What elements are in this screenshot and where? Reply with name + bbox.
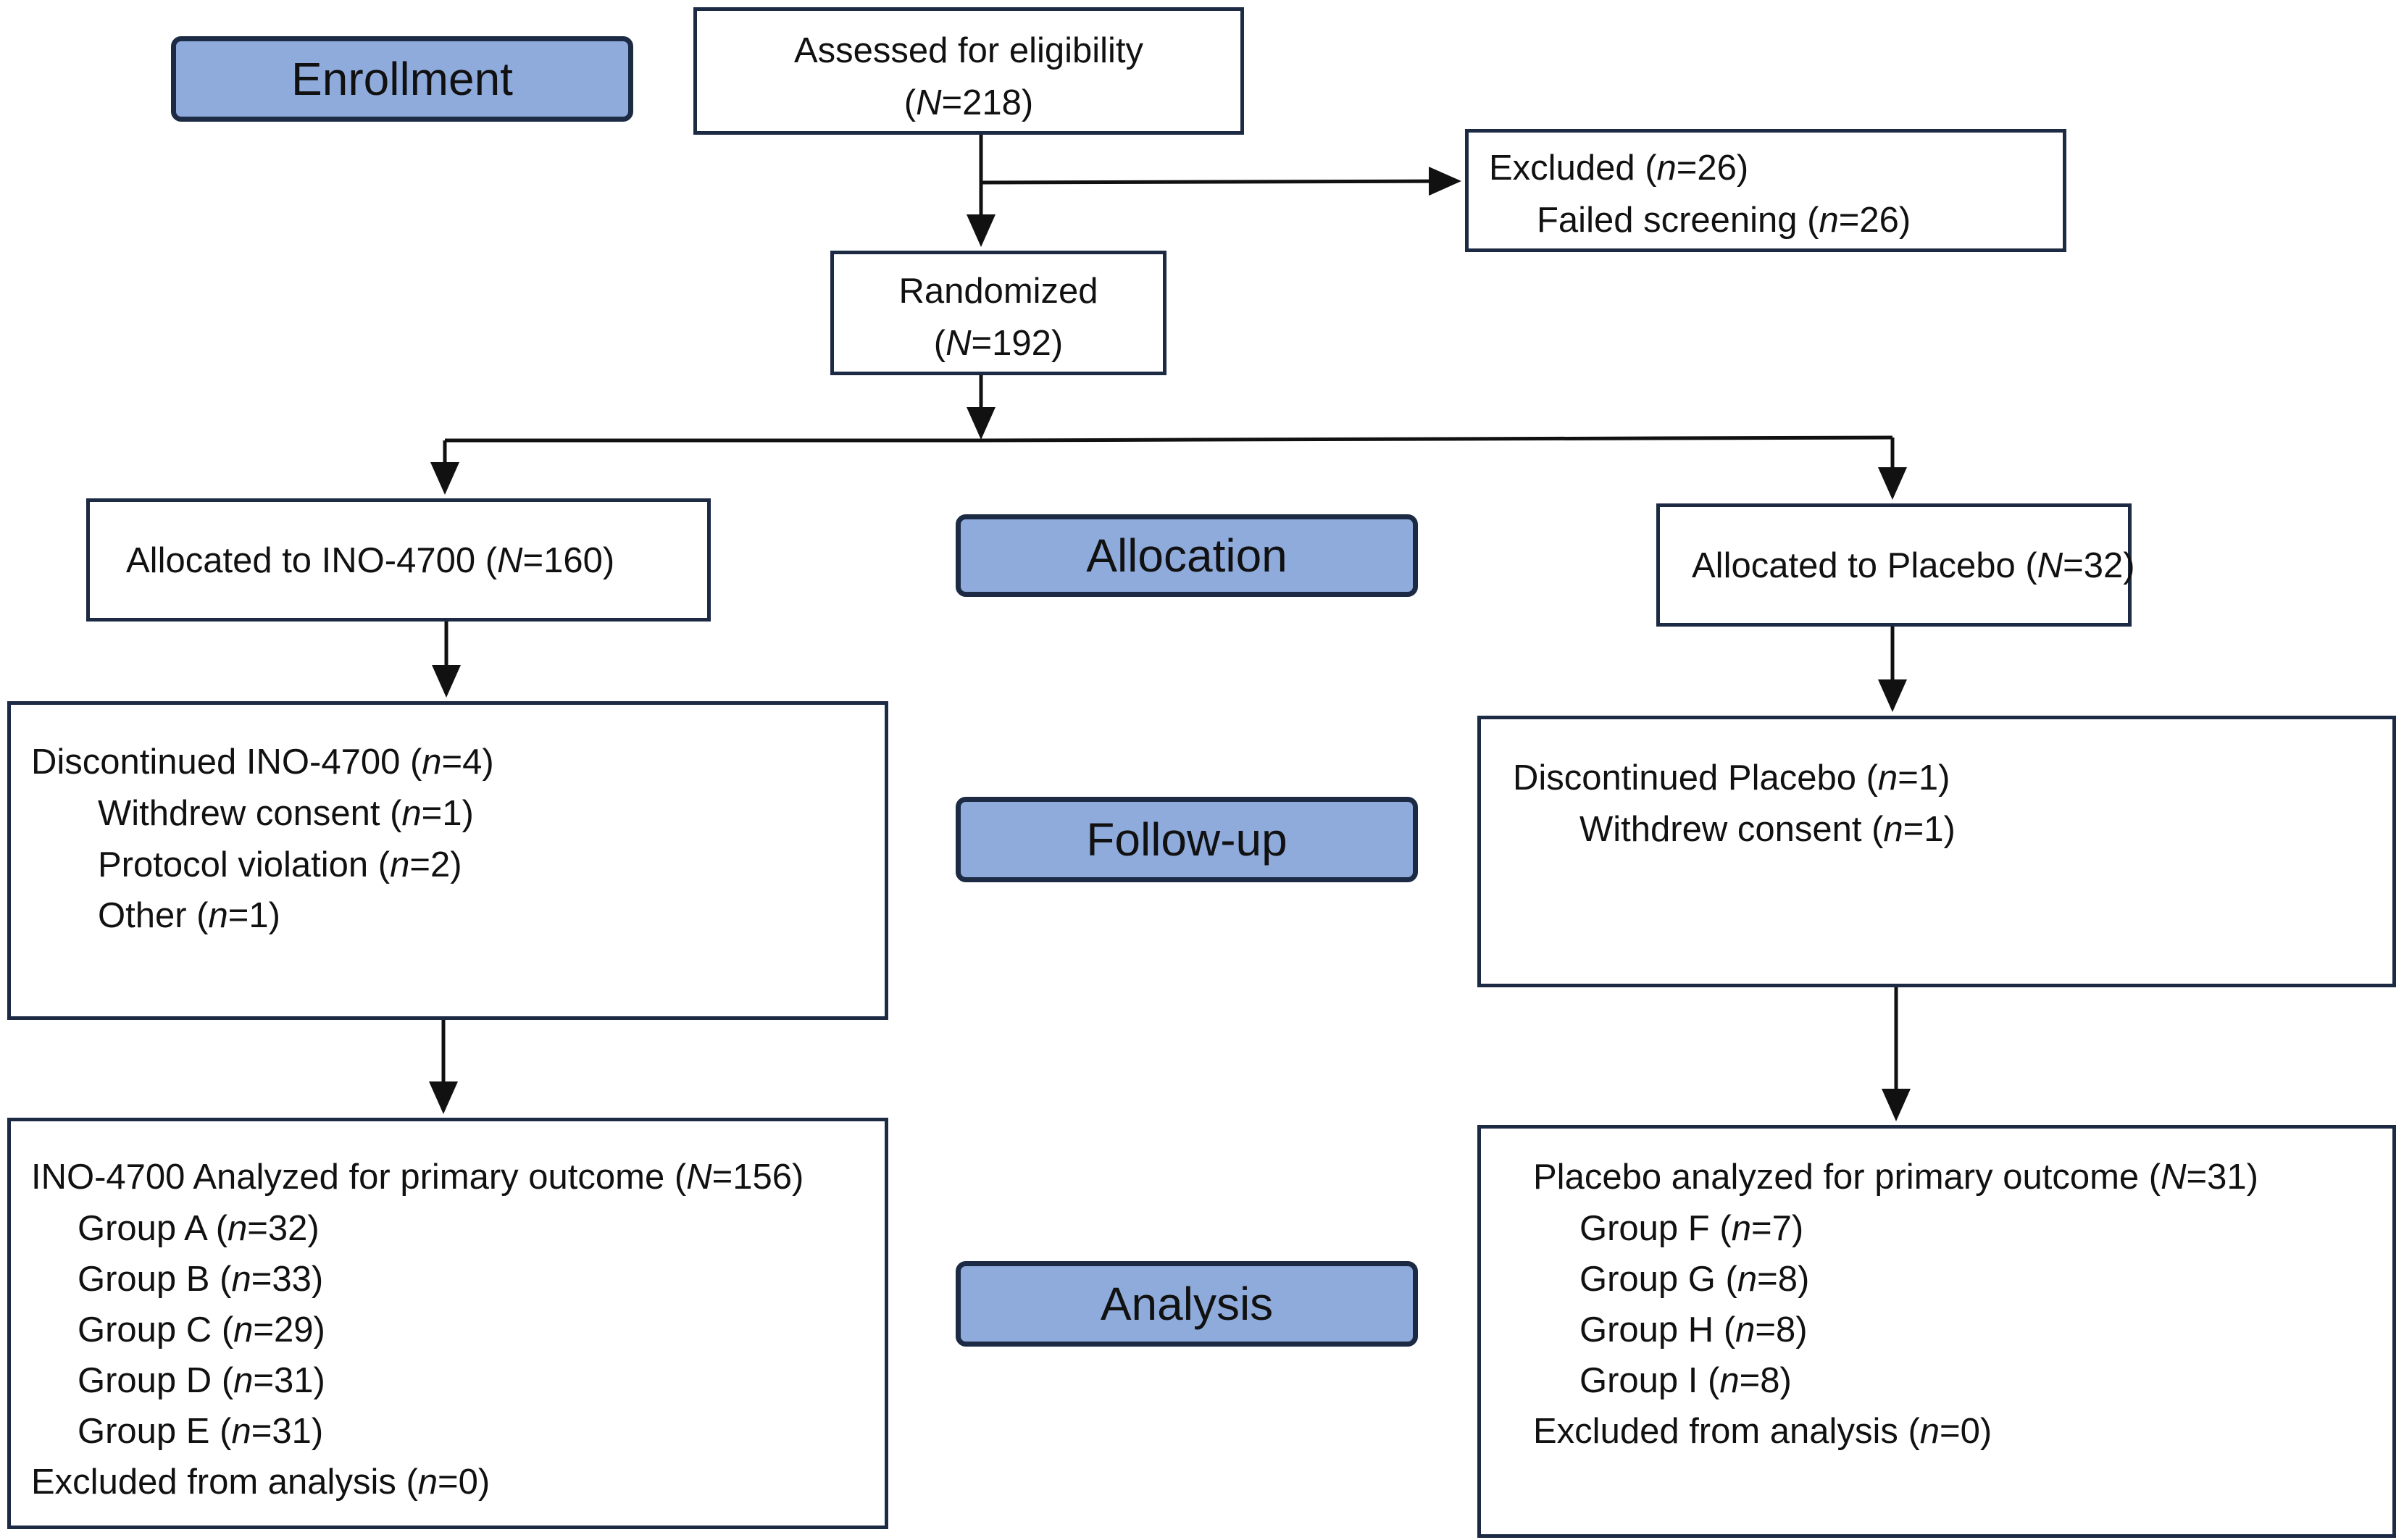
ino-analysis-box: INO-4700 Analyzed for primary outcome (N… [7, 1118, 888, 1529]
ino-discontinued-reason: Withdrew consent (n=1) [98, 794, 474, 833]
ino-discontinued-label: Discontinued INO-4700 (n=4) [31, 742, 494, 782]
stage-analysis: Analysis [956, 1261, 1418, 1347]
placebo-analysis-box: Placebo analyzed for primary outcome (N=… [1477, 1125, 2396, 1538]
excluded-reason: Failed screening (n=26) [1537, 201, 1911, 240]
ino-discontinued-reason: Other (n=1) [98, 896, 280, 935]
ino-discontinued-reason: Protocol violation (n=2) [98, 845, 462, 884]
assessed-count: (N=218) [903, 83, 1034, 122]
assessed-label: Assessed for eligibility [793, 31, 1144, 70]
ino-group-item: Group C (n=29) [78, 1310, 325, 1349]
stage-allocation: Allocation [956, 514, 1418, 597]
ino-group-item: Group A (n=32) [78, 1209, 320, 1248]
placebo-discontinued-box: Discontinued Placebo (n=1) Withdrew cons… [1477, 716, 2396, 987]
placebo-allocated-box: Allocated to Placebo (N=32) [1656, 503, 2135, 627]
randomized-count: (N=192) [933, 324, 1064, 363]
ino-group-item: Group E (n=31) [78, 1412, 324, 1451]
arrow-to-excluded [980, 167, 1461, 196]
placebo-group-item: Group G (n=8) [1579, 1260, 1810, 1299]
randomized-label: Randomized [898, 272, 1098, 311]
split-connector [445, 435, 1893, 443]
placebo-allocated-label: Allocated to Placebo (N=32) [1692, 546, 2135, 585]
placebo-group-item: Group H (n=8) [1579, 1310, 1808, 1349]
ino-allocated-box: Allocated to INO-4700 (N=160) [86, 498, 711, 622]
ino-excluded-analysis: Excluded from analysis (n=0) [31, 1462, 491, 1502]
placebo-discontinued-label: Discontinued Placebo (n=1) [1513, 758, 1950, 798]
ino-group-item: Group D (n=31) [78, 1361, 325, 1400]
ino-analyzed-label: INO-4700 Analyzed for primary outcome (N… [31, 1158, 804, 1197]
ino-group-item: Group B (n=33) [78, 1260, 324, 1299]
placebo-analyzed-label: Placebo analyzed for primary outcome (N=… [1533, 1158, 2258, 1197]
ino-discontinued-box: Discontinued INO-4700 (n=4) Withdrew con… [7, 701, 888, 1020]
placebo-group-item: Group F (n=7) [1579, 1209, 1804, 1248]
placebo-group-item: Group I (n=8) [1579, 1361, 1792, 1400]
randomized-box: Randomized (N=192) [830, 251, 1166, 375]
placebo-excluded-analysis: Excluded from analysis (n=0) [1533, 1412, 1992, 1451]
stage-enrollment: Enrollment [171, 36, 633, 122]
excluded-label: Excluded (n=26) [1489, 148, 1749, 188]
stage-follow-up: Follow-up [956, 797, 1418, 882]
excluded-box: Excluded (n=26) Failed screening (n=26) [1465, 129, 2066, 252]
ino-allocated-label: Allocated to INO-4700 (N=160) [126, 541, 615, 580]
assessed-box: Assessed for eligibility (N=218) [693, 7, 1244, 135]
placebo-discontinued-reason: Withdrew consent (n=1) [1579, 810, 1956, 849]
